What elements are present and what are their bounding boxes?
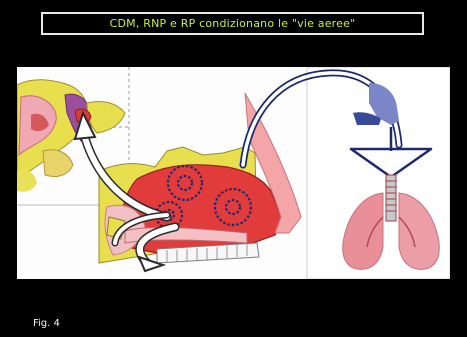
figure-label: Fig. 4 bbox=[33, 318, 60, 329]
anatomy-figure bbox=[17, 67, 450, 279]
slide-title: CDM, RNP e RP condizionano le "vie aeree… bbox=[110, 17, 356, 30]
slide-title-box: CDM, RNP e RP condizionano le "vie aeree… bbox=[41, 12, 424, 35]
